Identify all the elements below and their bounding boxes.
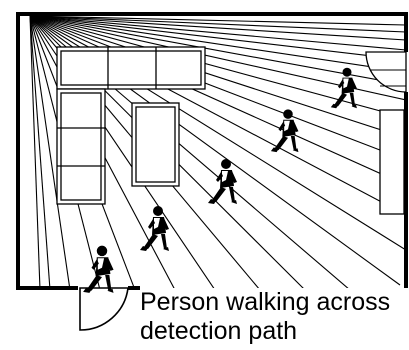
ceiling-fixture: [57, 47, 205, 89]
wall-cabinet: [57, 89, 105, 204]
door-panel: [132, 103, 179, 186]
right-door: [380, 110, 404, 214]
detector-coverage-bottom: [80, 288, 128, 330]
walking-person-icon: [331, 68, 357, 109]
caption-line-1: Person walking across: [140, 288, 408, 317]
walking-person-icon: [140, 206, 169, 251]
caption: Person walking across detection path: [140, 288, 408, 346]
walking-person-icon: [83, 246, 113, 293]
caption-line-2: detection path: [140, 317, 408, 346]
